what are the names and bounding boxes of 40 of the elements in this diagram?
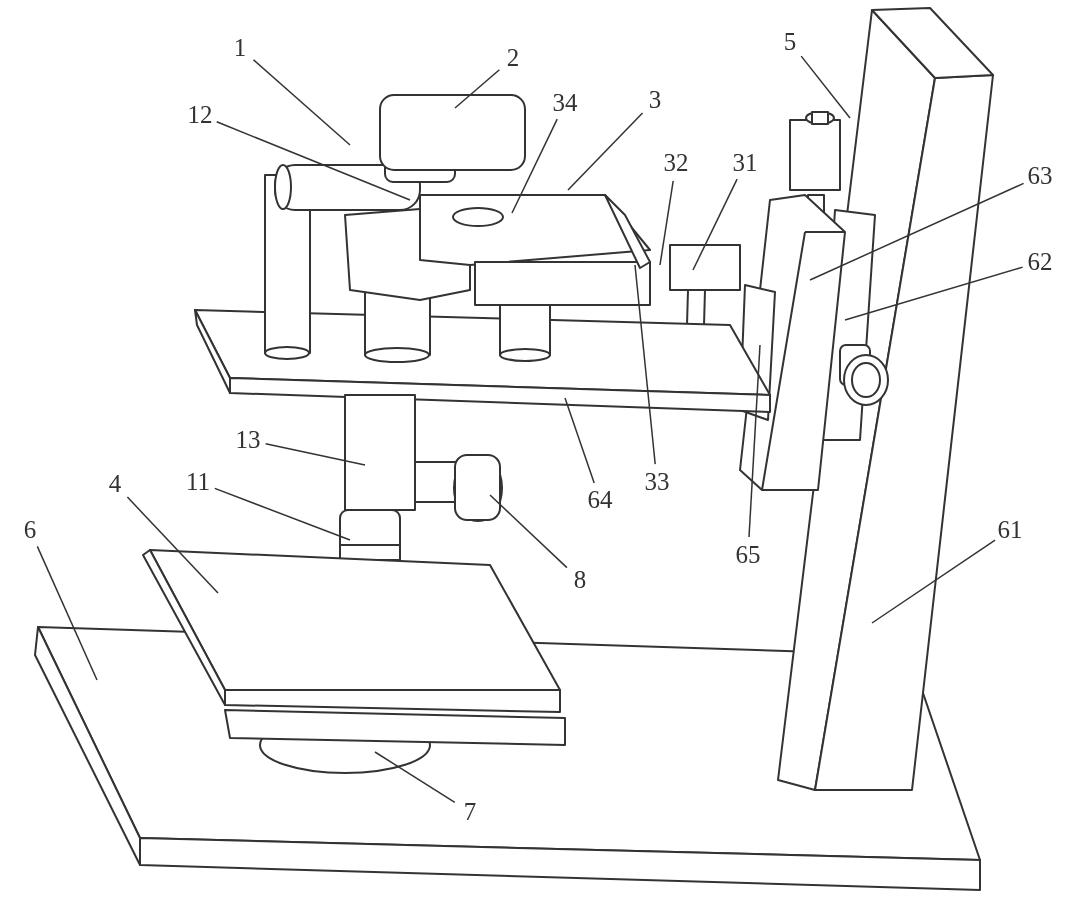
callout-number: 5: [782, 29, 798, 55]
leader-line: [252, 59, 351, 146]
callout-number: 31: [731, 150, 759, 176]
leader-line: [126, 496, 219, 594]
leader-line: [454, 69, 501, 109]
callout-number: 32: [662, 150, 690, 176]
callout-number: 62: [1026, 249, 1054, 275]
leader-line: [564, 397, 595, 484]
leader-line: [809, 182, 1025, 281]
callout-number: 3: [647, 87, 663, 113]
leader-line: [489, 494, 568, 569]
callout-number: 64: [586, 487, 614, 513]
callout-number: 63: [1026, 163, 1054, 189]
callout-number: 12: [186, 102, 214, 128]
leader-line: [692, 178, 738, 271]
leader-line: [871, 539, 996, 624]
callout-number: 65: [734, 542, 762, 568]
leader-line: [748, 344, 761, 538]
callout-number: 1: [232, 35, 248, 61]
callout-number: 6: [22, 517, 38, 543]
callout-number: 2: [505, 45, 521, 71]
leader-line: [215, 121, 411, 201]
callout-number: 11: [184, 469, 212, 495]
leader-line: [567, 112, 644, 191]
leader-line: [264, 443, 366, 466]
leader-line: [659, 180, 674, 266]
leader-line: [634, 264, 656, 465]
callout-number: 8: [572, 567, 588, 593]
leader-line: [36, 545, 98, 681]
callout-number: 33: [643, 469, 671, 495]
leader-line: [844, 266, 1024, 321]
callout-number: 61: [996, 517, 1024, 543]
callout-number: 13: [234, 427, 262, 453]
callout-number: 4: [107, 471, 123, 497]
leader-line: [800, 55, 851, 119]
leader-line: [374, 751, 456, 804]
leader-line: [214, 487, 351, 541]
callout-number: 34: [551, 90, 579, 116]
callout-number: 7: [462, 799, 478, 825]
leader-line: [511, 118, 558, 214]
